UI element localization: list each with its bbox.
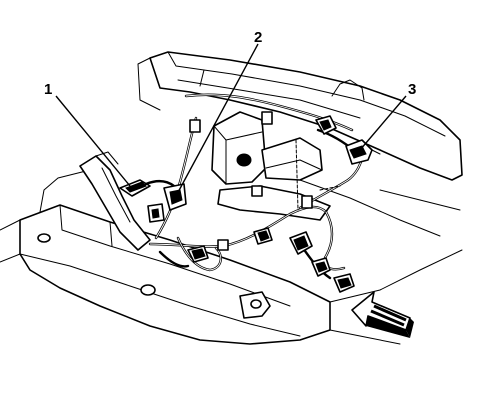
guide-lines: [295, 139, 341, 211]
callout-2-leader: [175, 43, 259, 197]
connector-2-clip: [147, 183, 187, 223]
wiring-harness: [148, 93, 364, 280]
upper-frame-crossmember: [137, 51, 463, 181]
left-frame-rail: [0, 169, 331, 345]
connector-3: [315, 115, 381, 165]
connector-1-oxygen-sensor: [119, 179, 176, 197]
center-mount-bracket: [211, 111, 331, 221]
harness-clips: [189, 111, 313, 251]
callout-1-leader: [55, 95, 131, 187]
left-pipe: [79, 151, 151, 251]
lower-right-connectors: [187, 227, 355, 293]
view-direction-arrow-icon: [351, 291, 414, 338]
callout-3: 3: [408, 81, 416, 98]
callout-1: 1: [44, 81, 52, 98]
callout-3-leader: [359, 95, 407, 151]
callout-2: 2: [254, 29, 262, 46]
